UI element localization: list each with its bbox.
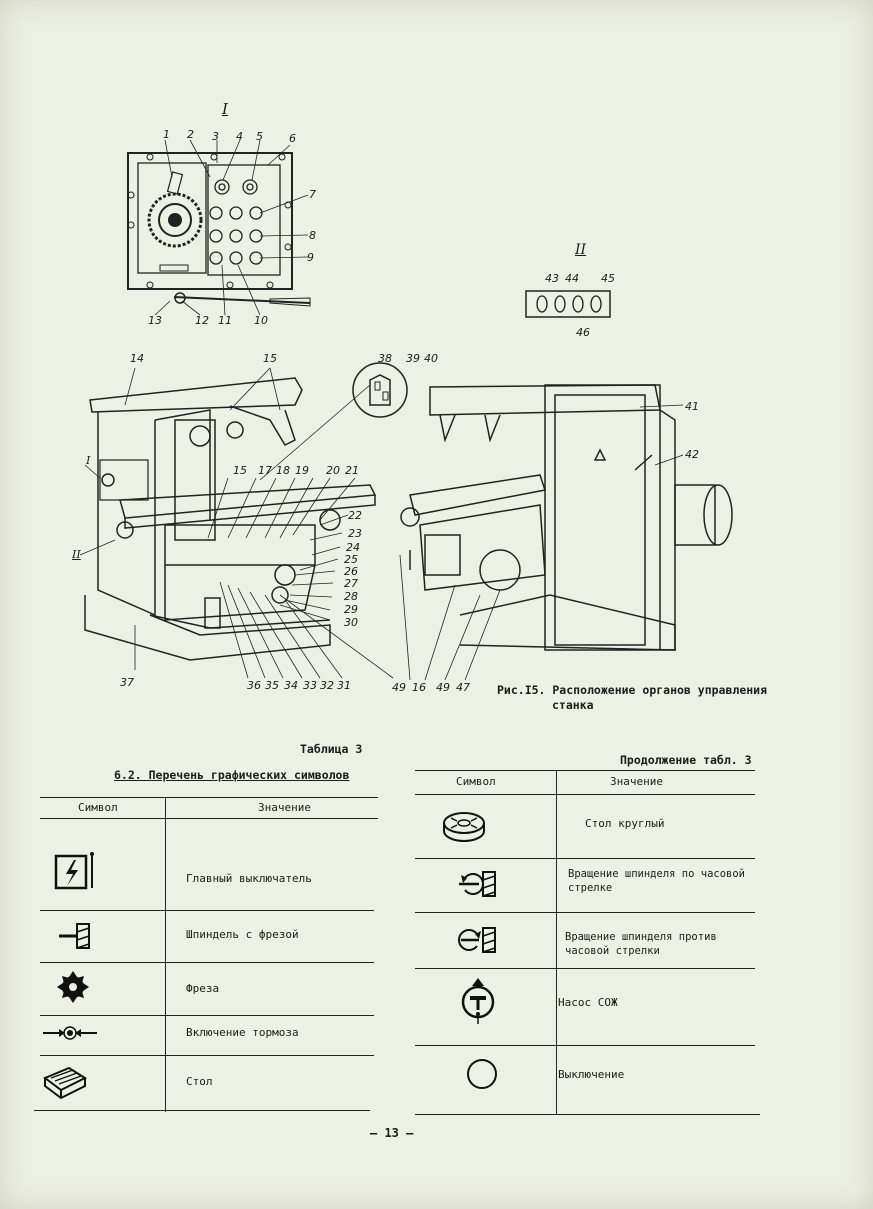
row-meaning-cutter: Фреза: [186, 982, 220, 995]
callout-14: 14: [130, 352, 144, 365]
row-meaning-spindle-cw: Вращение шпинделя по часовой стрелке: [568, 868, 746, 894]
callout-I: I: [86, 454, 91, 467]
callout-2: 2: [187, 128, 194, 141]
row-meaning-brake: Включение тормоза: [186, 1026, 299, 1039]
row-meaning-main-switch: Главный выключатель: [186, 872, 312, 885]
control-panel-ii-diagram: [525, 290, 611, 318]
callout-18: 18: [276, 464, 290, 477]
callout-36: 36: [247, 679, 261, 692]
cutter-icon: [50, 967, 96, 1007]
callout-II: II: [72, 548, 81, 561]
detail-circle: [352, 362, 408, 418]
callout-39: 39: [406, 352, 420, 365]
callout-3: 3: [212, 130, 219, 143]
callout-5: 5: [256, 130, 263, 143]
callout-31: 31: [337, 679, 351, 692]
callout-29: 29: [344, 603, 358, 616]
header-meaning-right: Значение: [610, 775, 663, 788]
round-table-icon: [437, 805, 491, 849]
callout-26: 26: [344, 565, 358, 578]
callout-9: 9: [307, 251, 314, 264]
callout-46: 46: [576, 326, 590, 339]
control-panel-diagram: [127, 139, 311, 316]
row-meaning-table: Стол: [186, 1075, 213, 1088]
callout-19: 19: [295, 464, 309, 477]
callout-41: 41: [685, 400, 699, 413]
row-meaning-coolant-pump: Насос СОЖ: [558, 996, 618, 1009]
view-label-ii: II: [575, 242, 587, 258]
callout-38: 38: [378, 352, 392, 365]
callout-35: 35: [265, 679, 279, 692]
callout-25: 25: [344, 553, 358, 566]
figure-caption: Рис.I5. Расположение органов управления: [497, 683, 768, 697]
table-icon: [40, 1062, 90, 1102]
callout-40: 40: [424, 352, 438, 365]
callout-7: 7: [309, 188, 316, 201]
brake-icon: [40, 1020, 100, 1046]
callout-8: 8: [309, 229, 316, 242]
callout-43: 43: [545, 272, 559, 285]
callout-15: 15: [233, 464, 247, 477]
coolant-pump-icon: [455, 975, 501, 1027]
callout-1: 1: [163, 128, 170, 141]
callout-20: 20: [326, 464, 340, 477]
row-meaning-off: Выключение: [558, 1068, 625, 1081]
callout-44: 44: [565, 272, 579, 285]
callout-28: 28: [344, 590, 358, 603]
callout-16: 16: [412, 681, 426, 694]
callout-6: 6: [289, 132, 296, 145]
callout-49-a: 49: [392, 681, 406, 694]
spindle-clockwise-icon: [455, 866, 509, 902]
header-meaning: Значение: [258, 801, 311, 814]
callout-10: 10: [254, 314, 268, 327]
page-number: – 13 –: [370, 1126, 414, 1140]
row-meaning-round-table: Стол круглый: [585, 817, 665, 830]
spindle-with-cutter-icon: [50, 918, 100, 954]
callout-32: 32: [320, 679, 334, 692]
callout-45: 45: [601, 272, 615, 285]
callout-12: 12: [195, 314, 209, 327]
callout-47: 47: [456, 681, 470, 694]
callout-15-top: 15: [263, 352, 277, 365]
callout-34: 34: [284, 679, 298, 692]
machine-side-view: [399, 384, 733, 681]
callout-33: 33: [303, 679, 317, 692]
figure-caption-line2: станка: [552, 698, 594, 712]
callout-21: 21: [345, 464, 359, 477]
table-label: Таблица 3: [300, 742, 363, 756]
off-icon: [462, 1055, 502, 1093]
callout-37: 37: [120, 676, 134, 689]
callout-11: 11: [218, 314, 232, 327]
callout-27: 27: [344, 577, 358, 590]
callout-42: 42: [685, 448, 699, 461]
view-label-i: I: [222, 100, 228, 118]
callout-49-b: 49: [436, 681, 450, 694]
section-title: 6.2. Перечень графических символов: [114, 768, 350, 782]
row-meaning-spindle-ccw: Вращение шпинделя против часовой стрелки: [565, 931, 717, 957]
callout-30: 30: [344, 616, 358, 629]
header-symbol: Символ: [78, 801, 118, 814]
machine-front-view: [80, 367, 394, 679]
callout-23: 23: [348, 527, 362, 540]
callout-22: 22: [348, 509, 362, 522]
callout-4: 4: [236, 130, 243, 143]
callout-24: 24: [346, 541, 360, 554]
callout-17: 17: [258, 464, 272, 477]
callout-13: 13: [148, 314, 162, 327]
main-switch-icon: [45, 848, 105, 894]
spindle-counterclockwise-icon: [455, 922, 509, 958]
row-meaning-spindle: Шпиндель с фрезой: [186, 928, 299, 941]
header-symbol-right: Символ: [456, 775, 496, 788]
continuation-label: Продолжение табл. 3: [620, 753, 752, 767]
